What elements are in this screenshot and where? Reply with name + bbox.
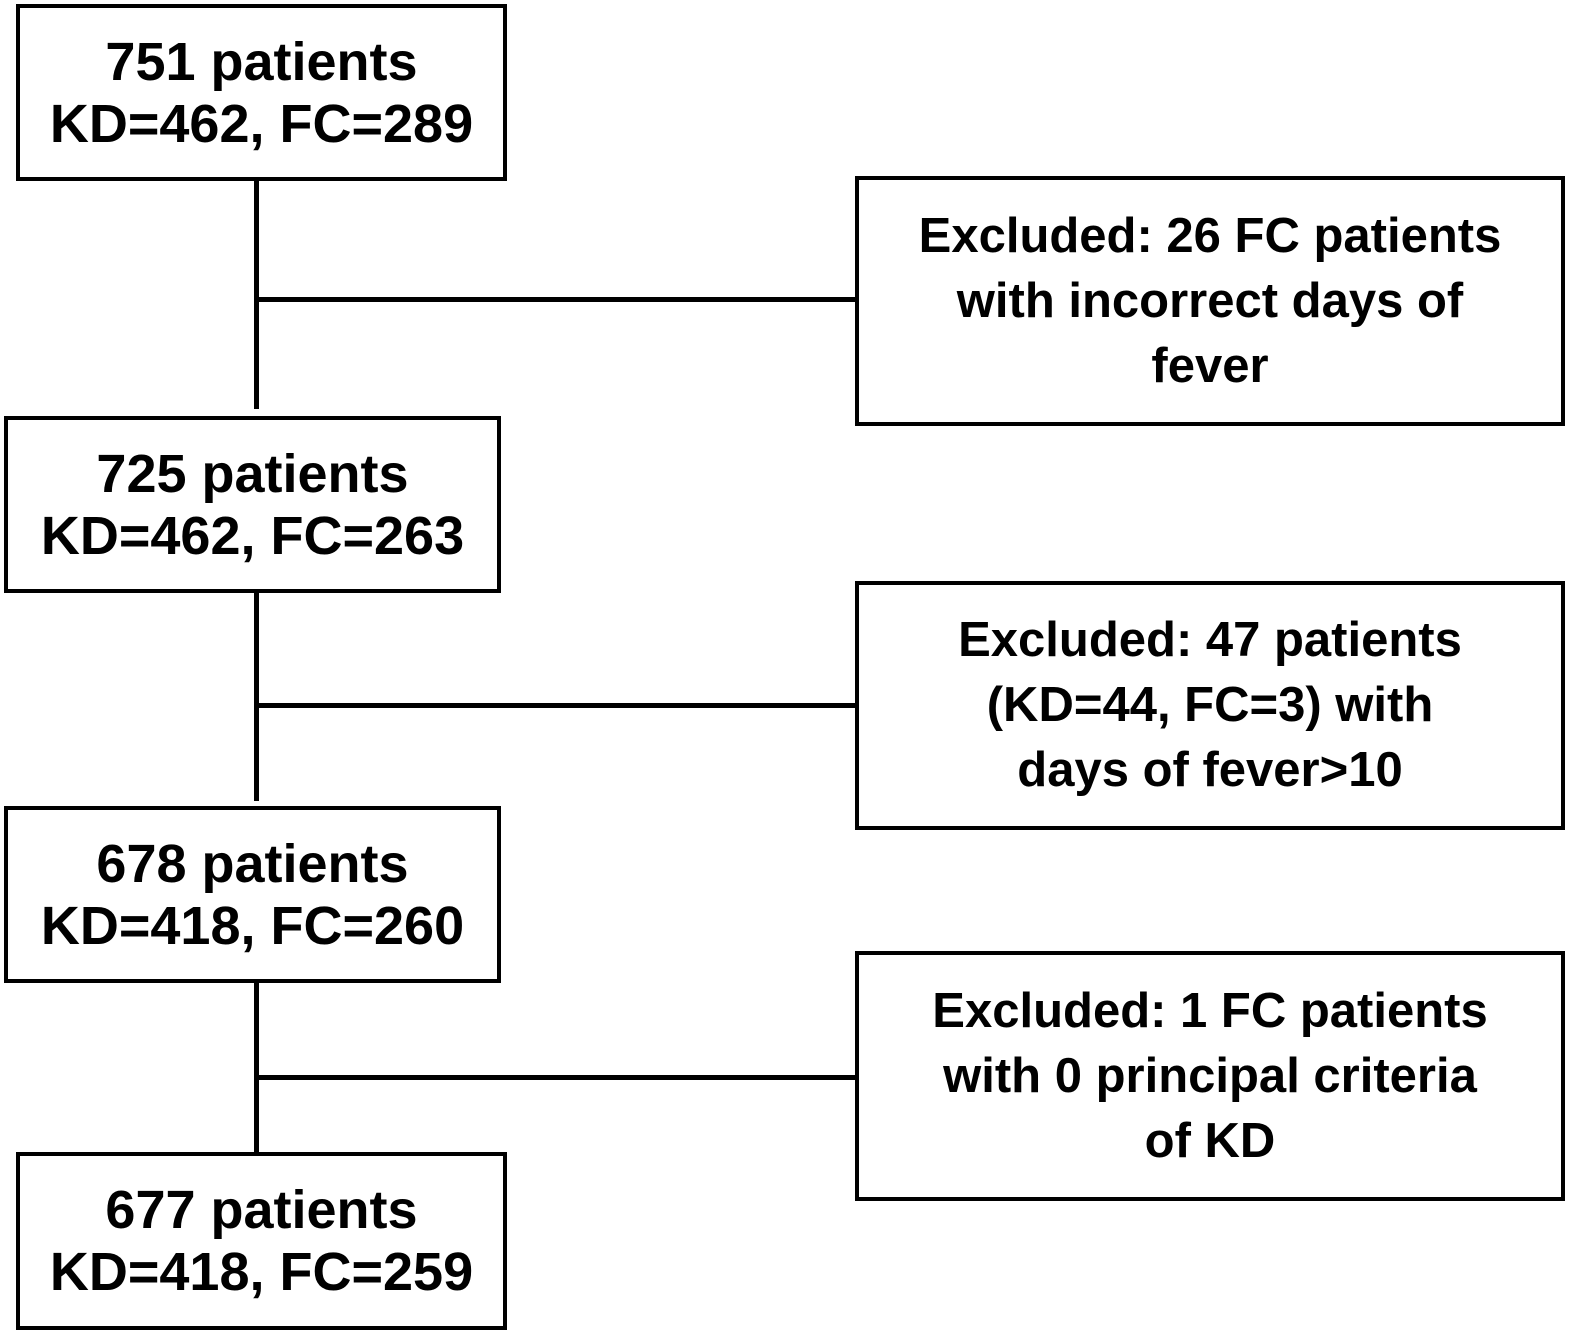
exclusion-3-line-3: of KD [1144, 1113, 1276, 1168]
exclusion-1-line-1: Excluded: 26 FC patients [918, 208, 1502, 263]
stage-box-3: 678 patients KD=418, FC=260 [4, 806, 501, 983]
stage-4-breakdown: KD=418, FC=259 [49, 1242, 474, 1302]
branch-connector-2 [256, 703, 859, 708]
stage-box-2: 725 patients KD=462, FC=263 [4, 416, 501, 593]
stage-box-4: 677 patients KD=418, FC=259 [16, 1152, 507, 1330]
spine-connector-1 [254, 179, 259, 409]
branch-connector-3 [256, 1075, 859, 1080]
spine-connector-3 [254, 981, 259, 1152]
exclusion-box-1: Excluded: 26 FC patients with incorrect … [855, 176, 1565, 426]
stage-4-count: 677 patients [105, 1180, 418, 1240]
stage-2-count: 725 patients [96, 443, 409, 504]
branch-connector-1 [256, 297, 859, 302]
stage-1-breakdown: KD=462, FC=289 [49, 93, 474, 154]
exclusion-1-line-3: fever [1151, 338, 1269, 393]
exclusion-2-line-1: Excluded: 47 patients [958, 613, 1462, 667]
spine-connector-2 [254, 591, 259, 801]
exclusion-1-line-2: with incorrect days of [956, 273, 1464, 328]
exclusion-3-line-1: Excluded: 1 FC patients [932, 983, 1488, 1038]
stage-2-breakdown: KD=462, FC=263 [40, 505, 465, 566]
exclusion-box-2: Excluded: 47 patients (KD=44, FC=3) with… [855, 581, 1565, 830]
stage-3-count: 678 patients [96, 833, 409, 894]
exclusion-2-line-3: days of fever>10 [1017, 743, 1403, 797]
exclusion-2-line-2: (KD=44, FC=3) with [986, 678, 1434, 732]
exclusion-box-3: Excluded: 1 FC patients with 0 principal… [855, 951, 1565, 1201]
stage-3-breakdown: KD=418, FC=260 [40, 895, 465, 956]
stage-box-1: 751 patients KD=462, FC=289 [16, 4, 507, 181]
stage-1-count: 751 patients [105, 31, 418, 92]
exclusion-3-line-2: with 0 principal criteria [943, 1048, 1477, 1103]
